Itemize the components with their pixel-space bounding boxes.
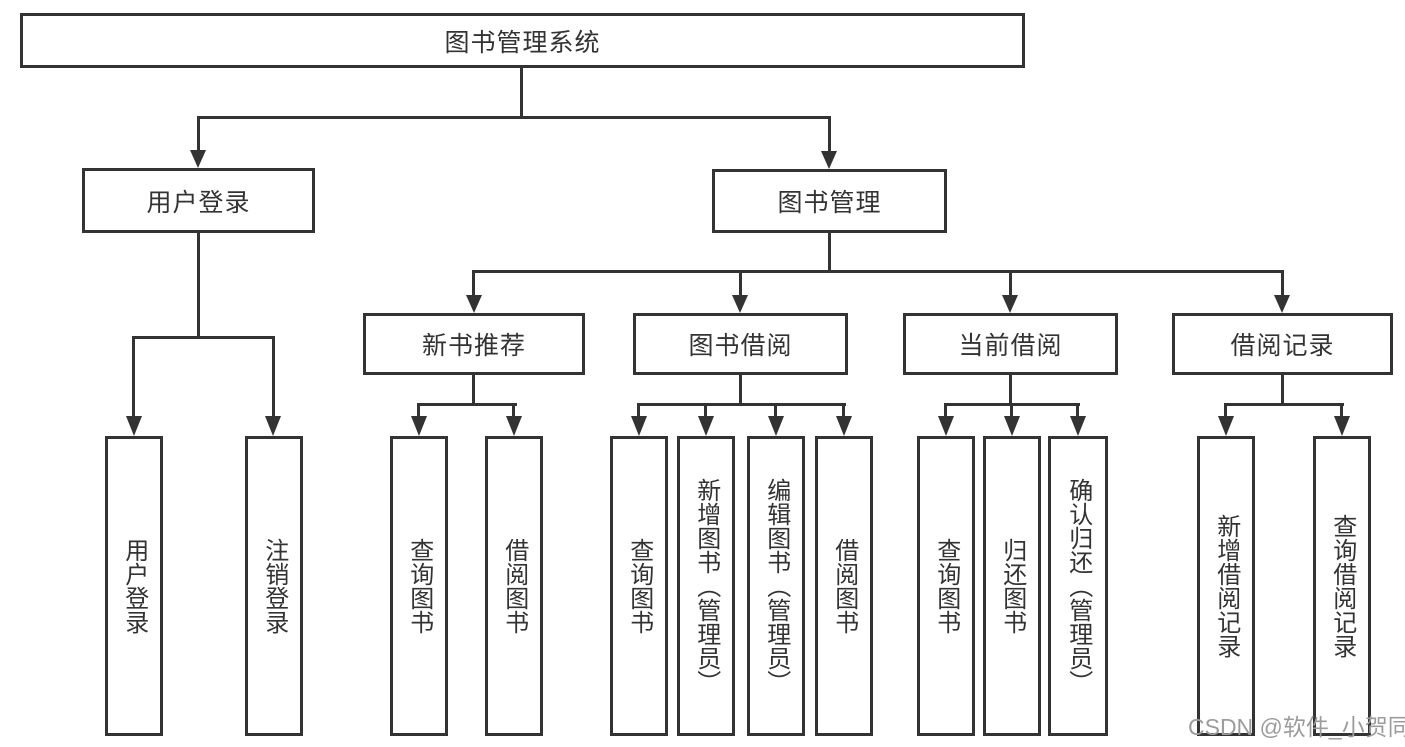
connector-line [1076,403,1079,420]
connector-line [1281,270,1284,297]
node-borrow-books-under-recommend: 借阅图书 [485,436,543,736]
connector-line [1340,403,1343,420]
node-edit-book-admin: 编辑图书（管理员） [747,436,805,736]
node-borrow-records-label: 借阅记录 [1230,332,1335,360]
connector-line [1224,403,1227,420]
node-logout: 注销登录 [245,436,303,736]
node-current-borrow-label: 当前借阅 [958,332,1063,360]
node-borrow-records: 借阅记录 [1172,313,1393,375]
node-book-borrow-label: 图书借阅 [688,332,793,360]
node-query-books-under-current: 查询图书 [917,436,975,736]
arrow-down-icon [1004,416,1020,436]
connector-line [739,270,742,297]
connector-line [739,375,742,406]
arrow-down-icon [126,416,142,436]
connector-line [132,336,275,339]
node-return-books: 归还图书 [983,436,1041,736]
arrow-down-icon [938,416,954,436]
node-add-book-admin-label: 新增图书（管理员） [692,478,720,694]
connector-line [512,403,515,420]
node-query-books-under-borrow-label: 查询图书 [625,538,653,634]
node-query-borrow-record: 查询借阅记录 [1313,436,1371,736]
connector-line [520,67,523,118]
arrow-down-icon [1070,416,1086,436]
node-query-books-under-borrow: 查询图书 [610,436,668,736]
arrow-down-icon [411,416,427,436]
connector-line [132,336,135,418]
node-query-books-under-recommend: 查询图书 [390,436,448,736]
connector-line [417,403,517,406]
node-current-borrow: 当前借阅 [903,313,1118,375]
arrow-down-icon [698,416,714,436]
connector-line [197,116,200,152]
node-query-books-under-recommend-label: 查询图书 [405,538,433,634]
arrow-down-icon [1002,295,1018,313]
arrow-down-icon [836,416,852,436]
connector-line [774,403,777,420]
node-borrow-books-under-recommend-label: 借阅图书 [500,538,528,634]
node-query-borrow-record-label: 查询借阅记录 [1328,514,1356,658]
arrow-down-icon [506,416,522,436]
connector-line [1009,270,1012,297]
connector-line [197,233,200,339]
connector-line [472,270,1284,273]
connector-line [704,403,707,420]
arrow-down-icon [1218,416,1234,436]
connector-line [828,116,831,152]
node-borrow-books-under-borrow: 借阅图书 [815,436,873,736]
node-return-books-label: 归还图书 [998,538,1026,634]
arrow-down-icon [466,295,482,313]
connector-line [944,403,947,420]
arrow-down-icon [265,416,281,436]
connector-line [1010,403,1013,420]
node-add-borrow-record-label: 新增借阅记录 [1212,514,1240,658]
node-user-login-action: 用户登录 [105,436,163,736]
connector-line [1281,375,1284,406]
node-add-borrow-record: 新增借阅记录 [1197,436,1255,736]
node-user-login-label: 用户登录 [146,188,251,217]
arrow-down-icon [1274,295,1290,313]
connector-line [272,336,275,418]
connector-line [472,270,475,297]
node-book-management: 图书管理 [712,169,947,233]
arrow-down-icon [821,151,837,169]
node-library-system: 图书管理系统 [20,13,1025,68]
connector-line [637,403,640,420]
node-book-borrow: 图书借阅 [633,313,848,375]
node-add-book-admin: 新增图书（管理员） [677,436,735,736]
node-edit-book-admin-label: 编辑图书（管理员） [762,478,790,694]
connector-line [197,116,831,119]
node-book-management-label: 图书管理 [777,189,882,217]
node-library-system-label: 图书管理系统 [444,28,601,57]
node-user-login-action-label: 用户登录 [120,538,148,634]
connector-line [637,403,846,406]
watermark: CSDN @软件_小贺同学 [1188,714,1405,740]
node-confirm-return-admin-label: 确认归还（管理员） [1064,478,1092,694]
node-logout-label: 注销登录 [260,538,288,634]
connector-line [417,403,420,420]
arrow-down-icon [631,416,647,436]
connector-line [472,375,475,406]
connector-line [1009,375,1012,406]
node-confirm-return-admin: 确认归还（管理员） [1048,436,1108,736]
arrow-down-icon [190,150,206,168]
arrow-down-icon [1334,416,1350,436]
node-user-login: 用户登录 [82,168,315,233]
arrow-down-icon [732,295,748,313]
connector-line [828,233,831,273]
node-new-book-recommend: 新书推荐 [363,313,585,375]
arrow-down-icon [768,416,784,436]
node-new-book-recommend-label: 新书推荐 [421,332,526,360]
node-query-books-under-current-label: 查询图书 [932,538,960,634]
node-borrow-books-under-borrow-label: 借阅图书 [830,538,858,634]
connector-line [1224,403,1344,406]
connector-line [842,403,845,420]
